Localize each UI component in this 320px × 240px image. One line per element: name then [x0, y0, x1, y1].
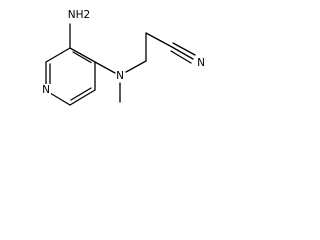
bond-c4-amine-n — [94, 61, 116, 74]
bond-c5-c6-inner — [70, 87, 92, 101]
bond-c5-c6 — [69, 89, 96, 106]
bond-c3-c4 — [69, 47, 96, 63]
bond-c3-c4-inner — [72, 51, 92, 64]
nitrile-nitrogen-label: N — [197, 57, 205, 69]
bond-c6-n1 — [49, 92, 71, 106]
amino-label: NH2 — [68, 9, 90, 21]
bond-amine-ch2 — [125, 60, 147, 73]
bond-c2-c3 — [45, 47, 71, 63]
ring-nitrogen-label: N — [42, 84, 50, 96]
bond-ch2-nitrile-c — [145, 32, 173, 48]
molecule-structure: NH2 N N N — [41, 9, 205, 106]
amine-nitrogen-label: N — [116, 70, 124, 82]
nitrile-triple-bond — [170, 42, 196, 64]
pyridine-ring — [45, 47, 96, 106]
